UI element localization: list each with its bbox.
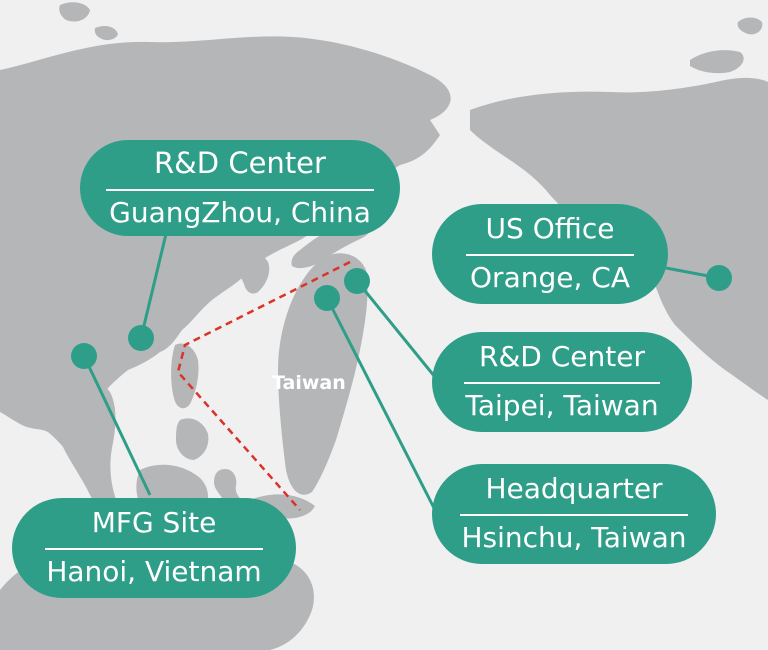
marker-headquarter[interactable]	[314, 285, 340, 311]
callout-subtitle: Taipei, Taiwan	[465, 389, 659, 422]
marker-rd-taipei[interactable]	[344, 268, 370, 294]
korea-peninsula	[238, 252, 270, 294]
callout-headquarter[interactable]: Headquarter Hsinchu, Taiwan	[432, 464, 716, 564]
arctic-island-4	[94, 26, 118, 41]
marker-mfg-hanoi[interactable]	[71, 343, 97, 369]
connector-rd-guangzhou	[139, 233, 168, 339]
arctic-island-2	[737, 17, 763, 35]
callout-rd-guangzhou[interactable]: R&D Center GuangZhou, China	[80, 140, 400, 236]
callout-subtitle: Orange, CA	[470, 261, 630, 294]
callout-us-office[interactable]: US Office Orange, CA	[432, 204, 668, 304]
callout-divider	[45, 548, 263, 550]
callout-title: Headquarter	[485, 472, 663, 506]
arctic-island-1	[690, 50, 744, 74]
callout-subtitle: Hanoi, Vietnam	[46, 555, 262, 588]
philippines	[171, 343, 199, 409]
callout-divider	[106, 188, 374, 191]
philippines-south	[176, 418, 209, 460]
connector-headquarter	[325, 297, 436, 509]
callout-title: R&D Center	[479, 340, 645, 374]
callout-divider	[466, 254, 634, 256]
connector-mfg-hanoi	[82, 355, 152, 496]
region-label-taiwan: Taiwan	[272, 372, 346, 394]
marker-us-office[interactable]	[706, 265, 732, 291]
callout-title: US Office	[485, 212, 615, 246]
indochina	[55, 376, 118, 511]
callout-divider	[460, 514, 688, 516]
callout-title: R&D Center	[154, 145, 326, 180]
callout-divider	[464, 382, 660, 384]
callout-mfg-hanoi[interactable]: MFG Site Hanoi, Vietnam	[12, 498, 296, 598]
callout-subtitle: GuangZhou, China	[109, 195, 371, 229]
callout-subtitle: Hsinchu, Taiwan	[461, 521, 687, 554]
taiwan-island	[278, 253, 368, 495]
callout-title: MFG Site	[91, 506, 217, 540]
connector-rd-taipei	[355, 280, 437, 378]
shipping-route	[176, 260, 351, 511]
callout-rd-taipei[interactable]: R&D Center Taipei, Taiwan	[432, 332, 692, 432]
arctic-island-3	[59, 2, 90, 22]
marker-rd-guangzhou[interactable]	[128, 325, 154, 351]
